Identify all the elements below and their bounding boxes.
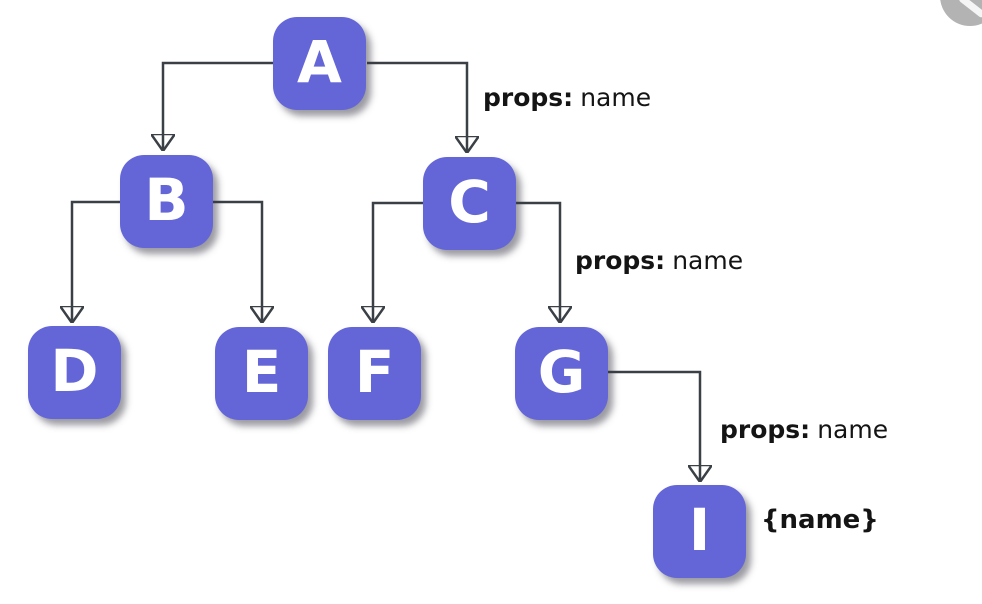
node-D-label: D — [50, 336, 99, 405]
edge-A-C — [367, 61, 467, 153]
node-A-label: A — [297, 27, 342, 96]
node-B: B — [120, 155, 213, 248]
node-A: A — [273, 17, 366, 110]
node-I-annotation: {name} — [761, 505, 879, 535]
edge-label-A-C: props:name — [483, 83, 652, 113]
node-B-label: B — [144, 165, 189, 234]
edge-label-key: props: — [575, 246, 666, 275]
node-C: C — [423, 157, 516, 250]
edge-C-F — [373, 201, 423, 323]
edge-label-G-I: props:name — [720, 415, 889, 445]
node-G: G — [515, 327, 608, 420]
edge-B-D — [72, 200, 120, 323]
edge-label-key: props: — [720, 415, 811, 444]
node-I-label: I — [688, 495, 711, 564]
edge-B-E — [212, 200, 262, 323]
node-E: E — [215, 327, 308, 420]
edge-label-value: name — [672, 246, 744, 275]
edge-label-value: name — [580, 83, 652, 112]
node-F: F — [328, 327, 421, 420]
edge-label-value: name — [817, 415, 889, 444]
corner-nav-button[interactable] — [940, 0, 982, 26]
node-G-label: G — [537, 337, 586, 406]
edge-label-C-G: props:name — [575, 246, 744, 276]
edge-label-key: props: — [483, 83, 574, 112]
node-D: D — [28, 326, 121, 419]
node-C-label: C — [448, 167, 491, 236]
node-F-label: F — [354, 337, 395, 406]
diagonal-arrow-icon — [958, 0, 982, 19]
edge-C-G — [515, 201, 560, 323]
node-I: I — [653, 485, 746, 578]
node-E-label: E — [241, 337, 282, 406]
edge-A-B — [163, 61, 273, 151]
edge-G-I — [608, 370, 700, 482]
